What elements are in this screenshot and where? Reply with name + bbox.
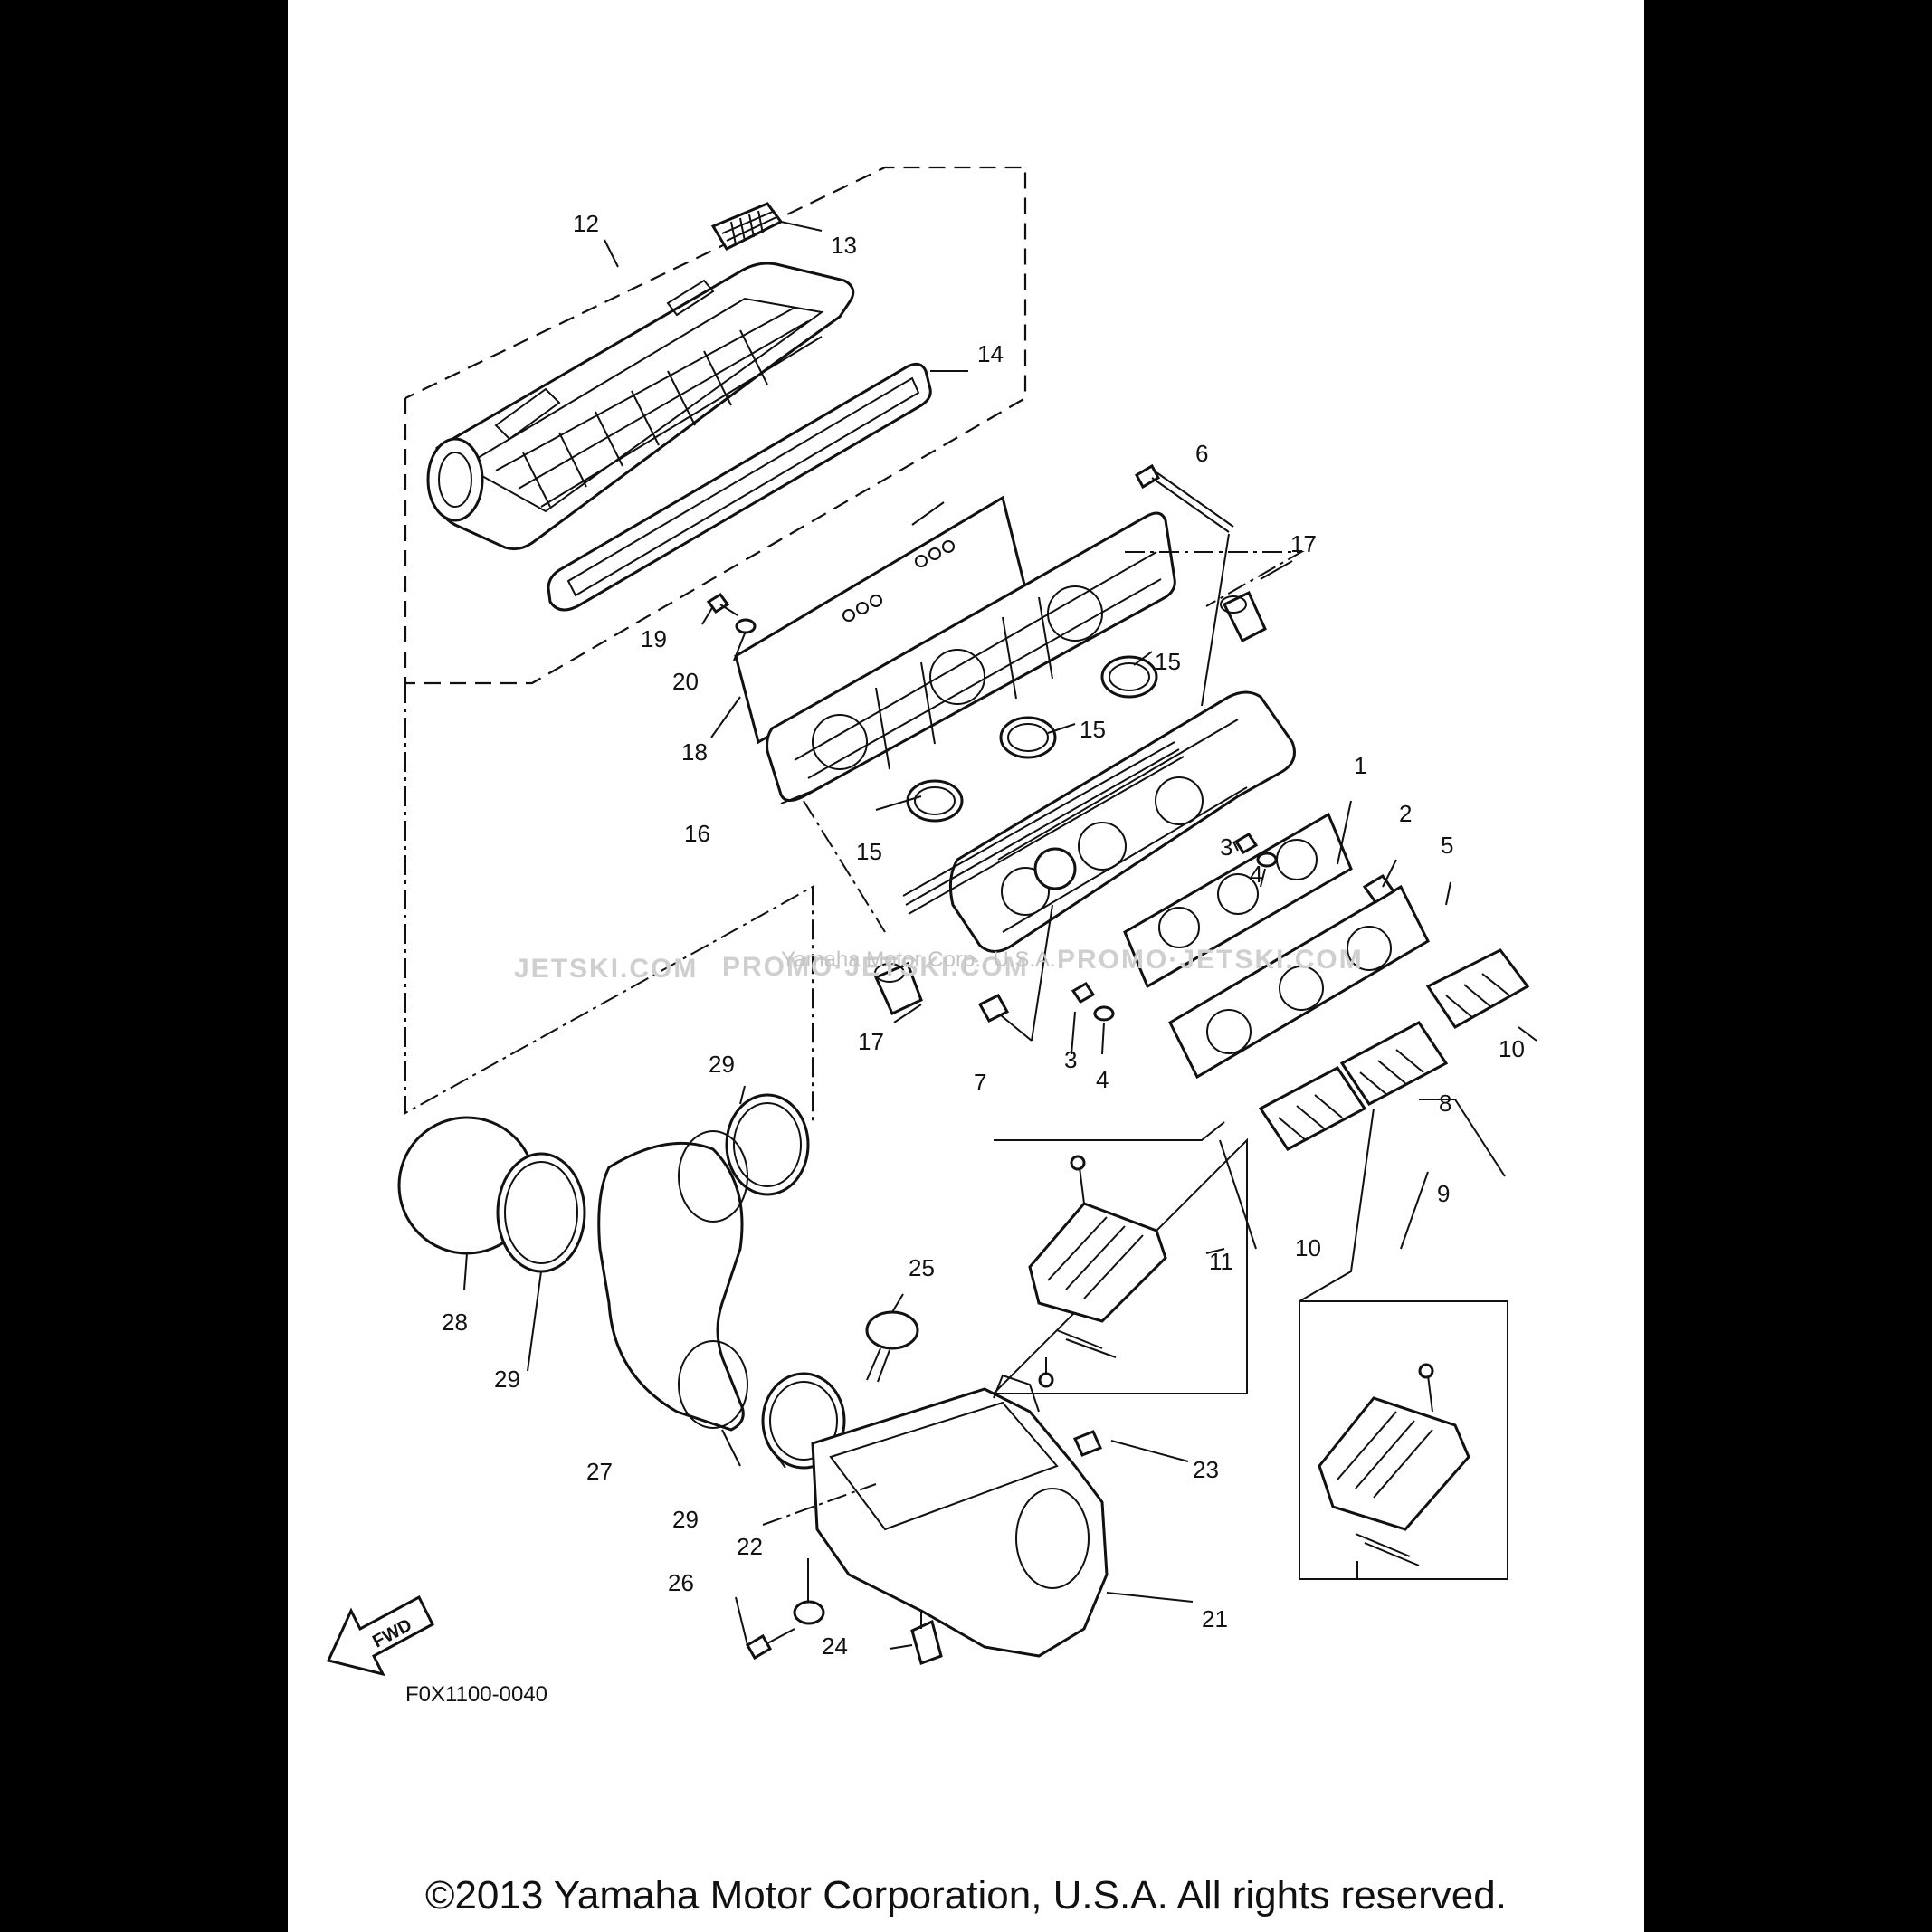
callout-23: 23 — [1193, 1456, 1219, 1483]
part-24-drain — [910, 1619, 943, 1665]
callout-7: 7 — [974, 1069, 986, 1096]
callout-28: 28 — [442, 1309, 468, 1336]
watermark-promo-a: PROMO·JETSKI.COM — [722, 952, 1029, 982]
callout-24: 24 — [822, 1632, 848, 1660]
part-10-reed-valve-a — [1425, 948, 1530, 1029]
callout-5: 5 — [1441, 832, 1453, 859]
callout-3a: 3 — [1220, 833, 1232, 861]
part-25-clamp — [865, 1310, 919, 1383]
callout-21: 21 — [1202, 1605, 1228, 1632]
throttle-body-assembly — [902, 690, 1296, 953]
inset-box-11 — [991, 1121, 1248, 1394]
part-15-oring-c — [906, 779, 964, 823]
part-19-screw — [706, 592, 738, 616]
callout-22: 22 — [737, 1533, 763, 1560]
part-10-reed-valve-b — [1258, 1066, 1367, 1151]
callout-15c: 15 — [856, 838, 882, 865]
callout-26: 26 — [668, 1569, 694, 1596]
callout-12: 12 — [573, 210, 599, 237]
callout-3b: 3 — [1064, 1046, 1077, 1073]
watermark-yamaha: Yamaha Motor Corp., U.S.A. — [781, 947, 1056, 972]
diagram-sheet: FWD — [288, 0, 1644, 1932]
callout-16: 16 — [684, 820, 710, 847]
callout-29c: 29 — [672, 1506, 699, 1533]
callout-29b: 29 — [494, 1366, 520, 1393]
part-15-oring-b — [999, 716, 1057, 759]
part-3-screw-b — [1071, 982, 1096, 1004]
callout-6: 6 — [1195, 440, 1208, 467]
part-20-washer — [735, 618, 757, 634]
part-22-grommet — [793, 1600, 825, 1625]
callout-4a: 4 — [1250, 861, 1262, 888]
assembly-lines — [404, 533, 1305, 1629]
callout-10b: 10 — [1295, 1234, 1321, 1261]
callout-10a: 10 — [1499, 1035, 1525, 1062]
part-27-hose — [597, 1130, 748, 1432]
callout-18: 18 — [681, 738, 708, 766]
inset-box-9 — [1299, 1300, 1508, 1580]
part-13-duct — [710, 202, 784, 251]
part-15-oring-a — [1100, 655, 1158, 699]
callout-17b: 17 — [858, 1028, 884, 1055]
fwd-arrow: FWD — [326, 1594, 434, 1677]
callout-8: 8 — [1439, 1090, 1451, 1117]
part-14-seal — [547, 362, 932, 612]
part-16-cover — [766, 511, 1176, 802]
part-17-plug-lower — [874, 962, 923, 1016]
part-2-gasket — [1168, 884, 1430, 1080]
callout-17a: 17 — [1290, 530, 1317, 557]
watermark-jetski: JETSKI.COM — [514, 954, 698, 984]
part-5-clip — [1362, 873, 1396, 905]
callout-9: 9 — [1437, 1180, 1450, 1207]
part-4-washer-a — [1256, 852, 1278, 868]
callout-20: 20 — [672, 668, 699, 695]
part-6-bolt — [1134, 463, 1234, 533]
callout-1: 1 — [1354, 752, 1366, 779]
part-29-clamp-b — [725, 1093, 810, 1196]
part-17-plug-upper — [1220, 590, 1267, 643]
part-23-plug — [1072, 1430, 1103, 1457]
part-3-screw-a — [1233, 833, 1259, 854]
callout-15b: 15 — [1080, 716, 1106, 743]
callout-14: 14 — [977, 340, 1004, 367]
watermark-promo-b: PROMO·JETSKI.COM — [1057, 945, 1364, 975]
callout-25: 25 — [909, 1254, 935, 1281]
callout-15a: 15 — [1155, 648, 1181, 675]
callout-29a: 29 — [709, 1051, 735, 1078]
part-12-airbox-cover — [426, 262, 855, 551]
callout-4b: 4 — [1096, 1066, 1109, 1093]
callout-13: 13 — [831, 232, 857, 259]
watermarks: JETSKI.COM PROMO·JETSKI.COM PROMO·JETSKI… — [514, 945, 1364, 984]
part-7-bolt — [977, 994, 1033, 1042]
copyright-notice: ©2013 Yamaha Motor Corporation, U.S.A. A… — [425, 1873, 1507, 1918]
callout-19: 19 — [641, 625, 667, 652]
part-8-reed-valve — [1339, 1021, 1449, 1106]
part-29-clamp-a — [496, 1152, 586, 1273]
part-21-intake-box — [811, 1374, 1109, 1658]
part-4-washer-b — [1093, 1005, 1115, 1022]
leader-lines — [463, 221, 1537, 1650]
callouts: 1 2 3 3 4 4 5 6 7 8 9 10 10 11 12 13 14 … — [442, 210, 1525, 1660]
exploded-parts-diagram: FWD — [326, 166, 1537, 1707]
part-26-bolt — [745, 1628, 795, 1661]
drawing-code: F0X1100-0040 — [405, 1682, 547, 1707]
callout-2: 2 — [1399, 800, 1412, 827]
callout-11: 11 — [1209, 1248, 1233, 1275]
callout-27: 27 — [586, 1458, 613, 1485]
